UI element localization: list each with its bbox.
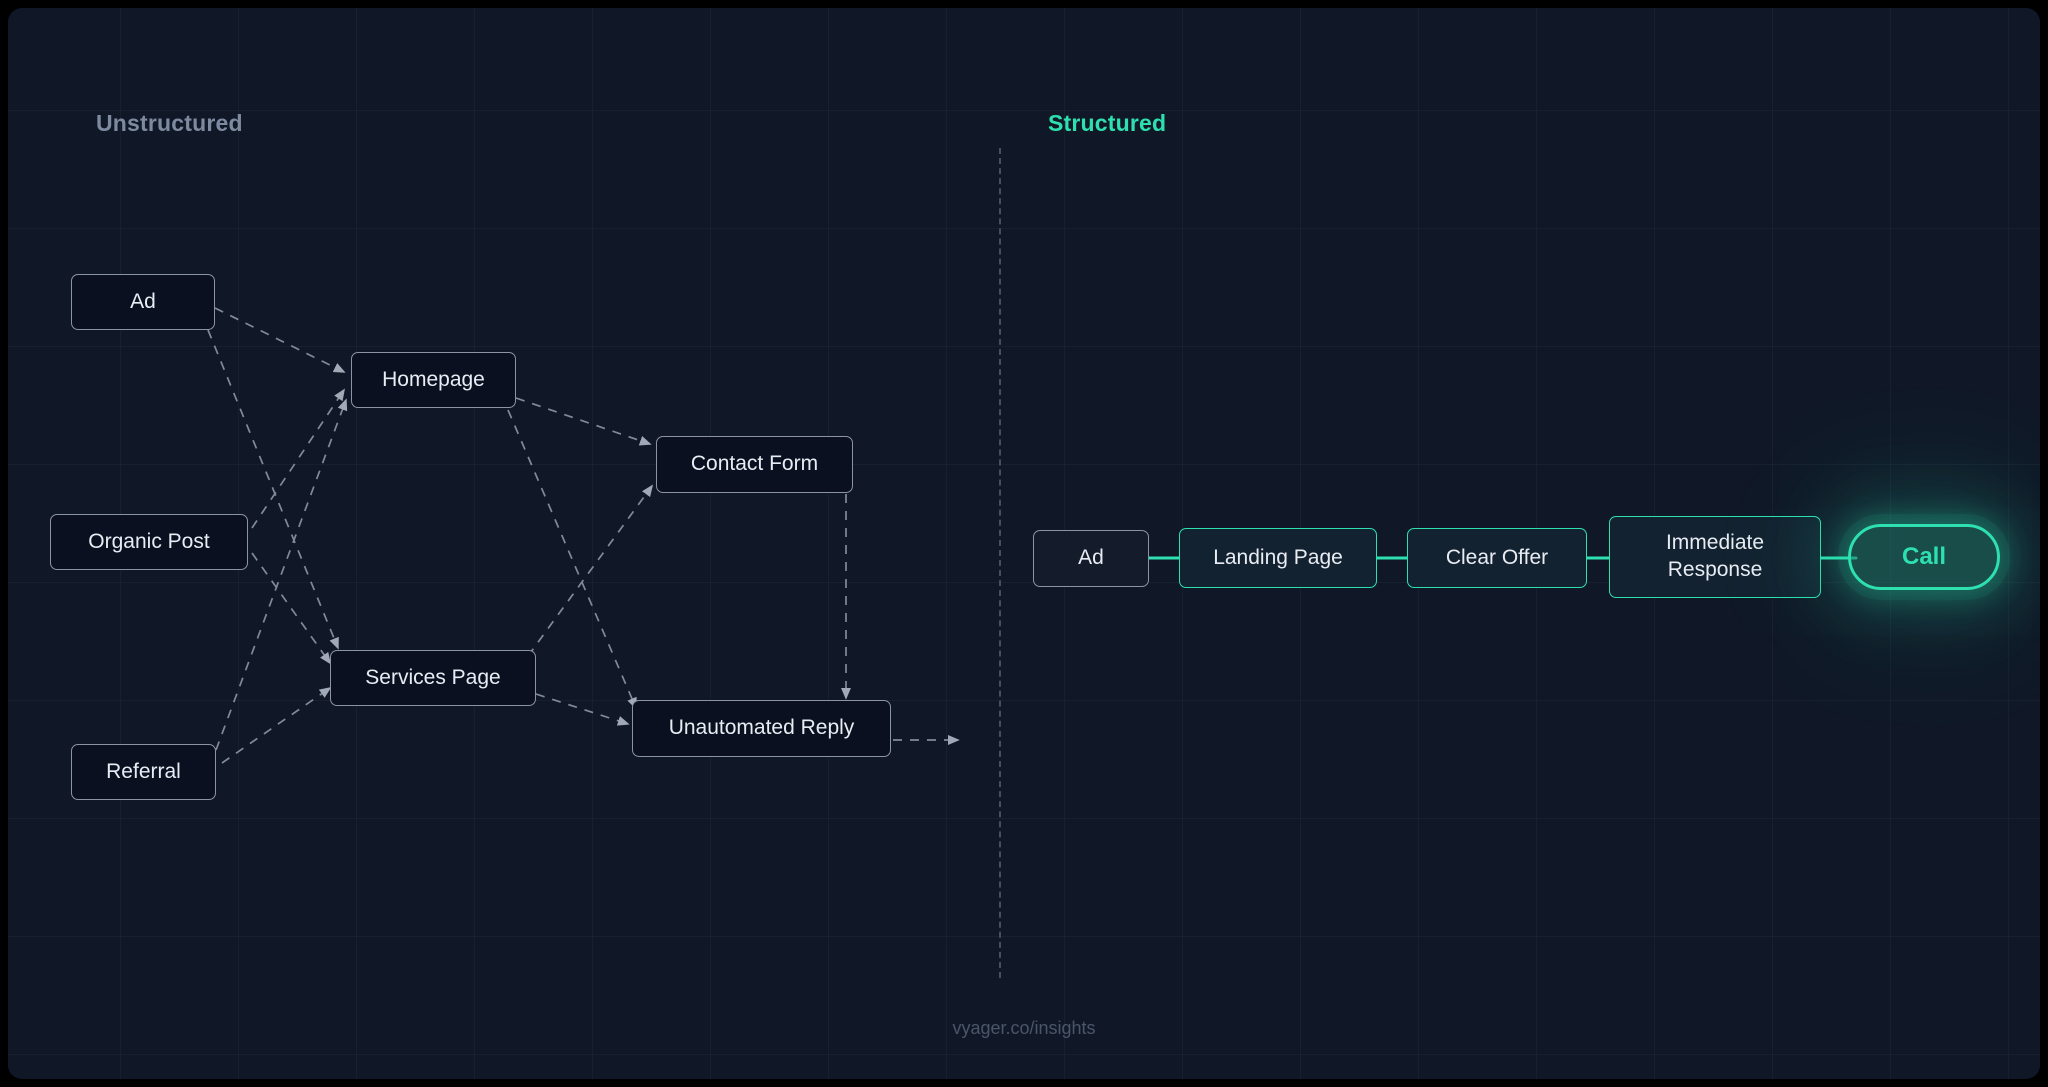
node-structured-ad-label: Ad — [1078, 546, 1104, 570]
edge-services-contact — [527, 484, 654, 657]
node-immediate-response-label: Immediate Response — [1665, 531, 1765, 581]
node-homepage-label: Homepage — [382, 367, 485, 391]
node-homepage[interactable]: Homepage — [351, 352, 516, 408]
edge-ad-homepage — [214, 307, 346, 373]
section-label-unstructured: Unstructured — [96, 110, 243, 136]
node-ad-label: Ad — [130, 289, 156, 313]
node-services-page-label: Services Page — [365, 665, 501, 689]
node-structured-ad[interactable]: Ad — [1033, 530, 1149, 587]
edge-services-unauto — [535, 693, 630, 726]
diagram-canvas: Unstructured Structured — [8, 8, 2040, 1079]
node-unautomated-reply[interactable]: Unautomated Reply — [632, 700, 891, 757]
node-clear-offer[interactable]: Clear Offer — [1407, 528, 1587, 588]
node-organic-post-label: Organic Post — [88, 529, 210, 553]
node-contact-form-label: Contact Form — [690, 452, 819, 476]
node-ad[interactable]: Ad — [71, 274, 215, 330]
node-services-page[interactable]: Services Page — [330, 650, 536, 706]
node-immediate-response[interactable]: Immediate Response — [1609, 516, 1821, 598]
node-unautomated-reply-label: Unautomated Reply — [668, 716, 855, 740]
footer-attribution: vyager.co/insights — [952, 1018, 1096, 1038]
section-divider — [999, 148, 1001, 978]
edge-referral-homepage — [215, 398, 348, 751]
edge-homepage-contact — [515, 397, 652, 446]
section-label-structured: Structured — [1048, 110, 1167, 136]
node-call[interactable]: Call — [1848, 524, 2000, 590]
edge-organic-homepage — [251, 388, 345, 529]
edge-referral-services — [221, 686, 332, 764]
node-referral-label: Referral — [106, 759, 181, 783]
node-call-label: Call — [1901, 543, 1946, 570]
node-referral[interactable]: Referral — [71, 744, 216, 800]
node-clear-offer-label: Clear Offer — [1445, 545, 1549, 569]
node-organic-post[interactable]: Organic Post — [50, 514, 248, 570]
edge-organic-services — [251, 552, 332, 665]
node-landing-page-label: Landing Page — [1213, 545, 1343, 569]
node-landing-page[interactable]: Landing Page — [1179, 528, 1377, 588]
node-contact-form[interactable]: Contact Form — [656, 436, 853, 493]
edge-ad-services — [207, 329, 339, 650]
